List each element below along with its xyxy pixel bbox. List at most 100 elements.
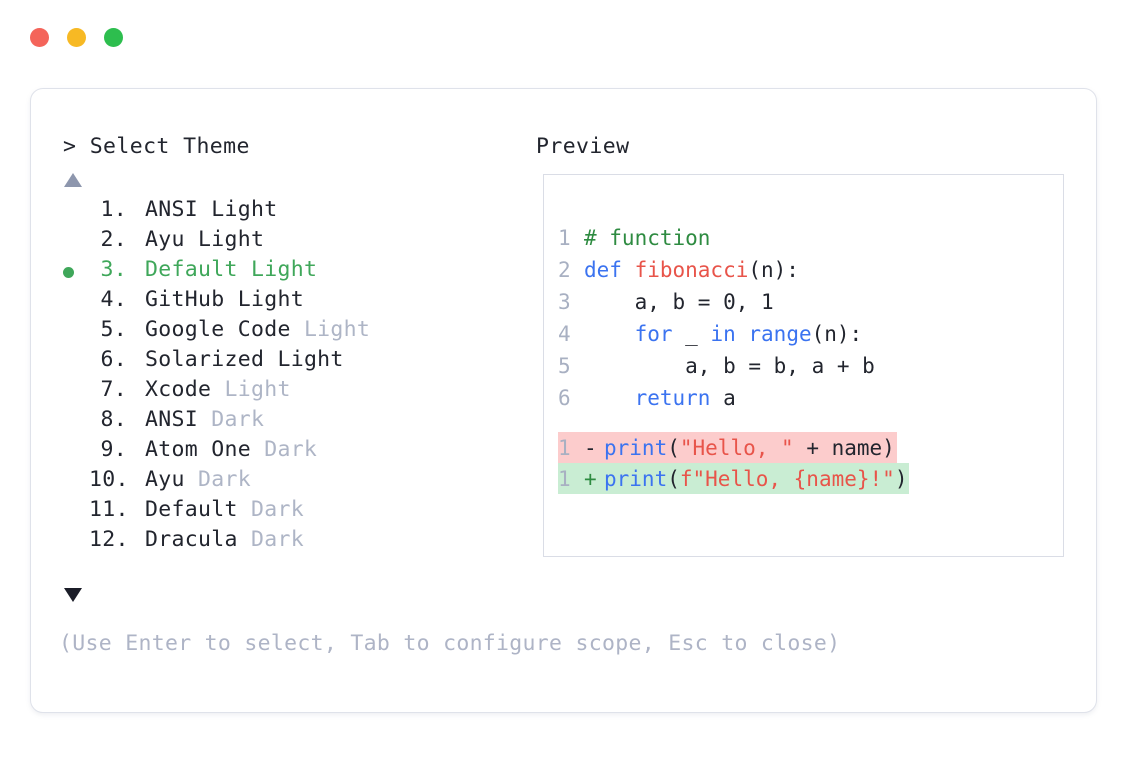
theme-item-gap <box>198 197 211 222</box>
theme-item-spacer <box>127 197 145 222</box>
code-line-number: 4 <box>558 322 571 346</box>
close-button[interactable] <box>30 28 49 47</box>
code-token-builtin: print <box>604 436 668 460</box>
code-line: 6 return a <box>558 382 875 414</box>
theme-list-item[interactable]: 7. Xcode Light <box>63 377 493 407</box>
code-line: 3 a, b = 0, 1 <box>558 286 875 318</box>
selection-bullet-slot <box>63 257 89 287</box>
theme-item-gap <box>211 377 224 402</box>
theme-item-number: 9. <box>100 437 127 462</box>
code-token-plain: ) <box>894 467 908 491</box>
theme-item-gap <box>185 467 198 492</box>
selection-bullet-slot <box>63 347 89 377</box>
theme-list-item[interactable]: 10. Ayu Dark <box>63 467 493 497</box>
theme-list-item[interactable]: 11. Default Dark <box>63 497 493 527</box>
diff-line-content: print("Hello, " + name) <box>604 432 895 464</box>
theme-item-gap <box>291 317 304 342</box>
theme-item-name: GitHub <box>145 287 225 312</box>
code-line-content: # function <box>584 222 710 254</box>
code-token-plain: a <box>723 386 736 410</box>
preview-header: Preview <box>536 134 630 159</box>
theme-item-spacer <box>127 317 145 342</box>
diff-marker: + <box>584 467 597 491</box>
keyboard-hint: (Use Enter to select, Tab to configure s… <box>59 631 841 656</box>
theme-item-gap <box>251 437 264 462</box>
theme-item-spacer <box>127 347 145 372</box>
theme-item-number: 1. <box>100 197 127 222</box>
code-line-number: 6 <box>558 386 571 410</box>
theme-item-spacer <box>127 407 145 432</box>
theme-item-number: 3. <box>100 257 127 282</box>
code-token-plain <box>584 386 635 410</box>
theme-item-name: Solarized <box>145 347 265 372</box>
theme-list-item[interactable]: 12. Dracula Dark <box>63 527 493 557</box>
selection-bullet-slot <box>63 197 89 227</box>
selected-bullet-icon <box>63 266 74 278</box>
code-line-content: a, b = 0, 1 <box>584 286 774 318</box>
minimize-button[interactable] <box>67 28 86 47</box>
theme-item-variant: Dark <box>250 527 304 552</box>
code-token-keyword: def <box>584 258 635 282</box>
prompt-header: > Select Theme <box>63 134 250 159</box>
code-token-builtin: range <box>748 322 812 346</box>
theme-item-name: Ayu <box>145 467 185 492</box>
theme-list-item[interactable]: 9. Atom One Dark <box>63 437 493 467</box>
triangle-down-icon[interactable] <box>64 588 82 602</box>
theme-list-item[interactable]: 1. ANSI Light <box>63 197 493 227</box>
triangle-up-icon[interactable] <box>64 173 82 187</box>
theme-list-item[interactable]: 8. ANSI Dark <box>63 407 493 437</box>
theme-item-number: 4. <box>100 287 127 312</box>
theme-item-name: Default <box>145 497 238 522</box>
code-line-number: 3 <box>558 290 571 314</box>
theme-item-spacer <box>127 467 145 492</box>
theme-item-number: 8. <box>100 407 127 432</box>
theme-item-spacer <box>127 437 145 462</box>
theme-list-item[interactable]: 4. GitHub Light <box>63 287 493 317</box>
theme-list-item[interactable]: 2. Ayu Light <box>63 227 493 257</box>
theme-item-spacer <box>127 287 145 312</box>
code-line-content: a, b = b, a + b <box>584 350 875 382</box>
code-token-keyword: for <box>634 322 686 346</box>
theme-item-spacer <box>127 497 145 522</box>
theme-item-variant: Dark <box>250 497 304 522</box>
theme-item-variant: Light <box>197 227 265 252</box>
theme-item-gap <box>238 527 251 552</box>
theme-item-name: Xcode <box>145 377 212 402</box>
theme-item-number: 12. <box>89 527 129 552</box>
code-line-number: 5 <box>558 354 571 378</box>
code-token-plain: (n): <box>811 322 863 346</box>
diff-line-added: 1+print(f"Hello, {name}!") <box>558 463 910 495</box>
theme-item-variant: Dark <box>264 437 318 462</box>
diff-block: 1-print("Hello, " + name)1+print(f"Hello… <box>558 432 910 495</box>
code-token-plain: , <box>735 290 762 314</box>
theme-item-variant: Light <box>224 377 291 402</box>
theme-item-gap <box>185 227 198 252</box>
theme-item-gap <box>238 257 251 282</box>
maximize-button[interactable] <box>104 28 123 47</box>
diff-line-content: print(f"Hello, {name}!") <box>604 463 907 495</box>
selection-bullet-slot <box>63 407 89 437</box>
theme-item-number: 5. <box>100 317 127 342</box>
theme-list-item[interactable]: 5. Google Code Light <box>63 317 493 347</box>
code-line-number: 1 <box>558 226 571 250</box>
selection-bullet-slot <box>63 467 89 497</box>
theme-item-gap <box>224 287 237 312</box>
theme-list-item[interactable]: 3. Default Light <box>63 257 493 287</box>
theme-item-spacer <box>127 527 145 552</box>
theme-item-spacer <box>127 377 145 402</box>
code-token-func: fibonacci <box>634 258 749 282</box>
theme-item-number: 11. <box>89 497 129 522</box>
selection-bullet-slot <box>63 227 89 257</box>
theme-item-number: 10. <box>89 467 129 492</box>
theme-item-name: Dracula <box>145 527 238 552</box>
code-token-string: "Hello, " <box>679 436 794 460</box>
code-line: 5 a, b = b, a + b <box>558 350 875 382</box>
theme-item-number: 7. <box>100 377 127 402</box>
theme-item-variant: Dark <box>197 467 251 492</box>
code-line-content: def fibonacci(n): <box>584 254 799 286</box>
theme-list-item[interactable]: 6. Solarized Light <box>63 347 493 377</box>
code-token-plain: _ <box>685 322 711 346</box>
